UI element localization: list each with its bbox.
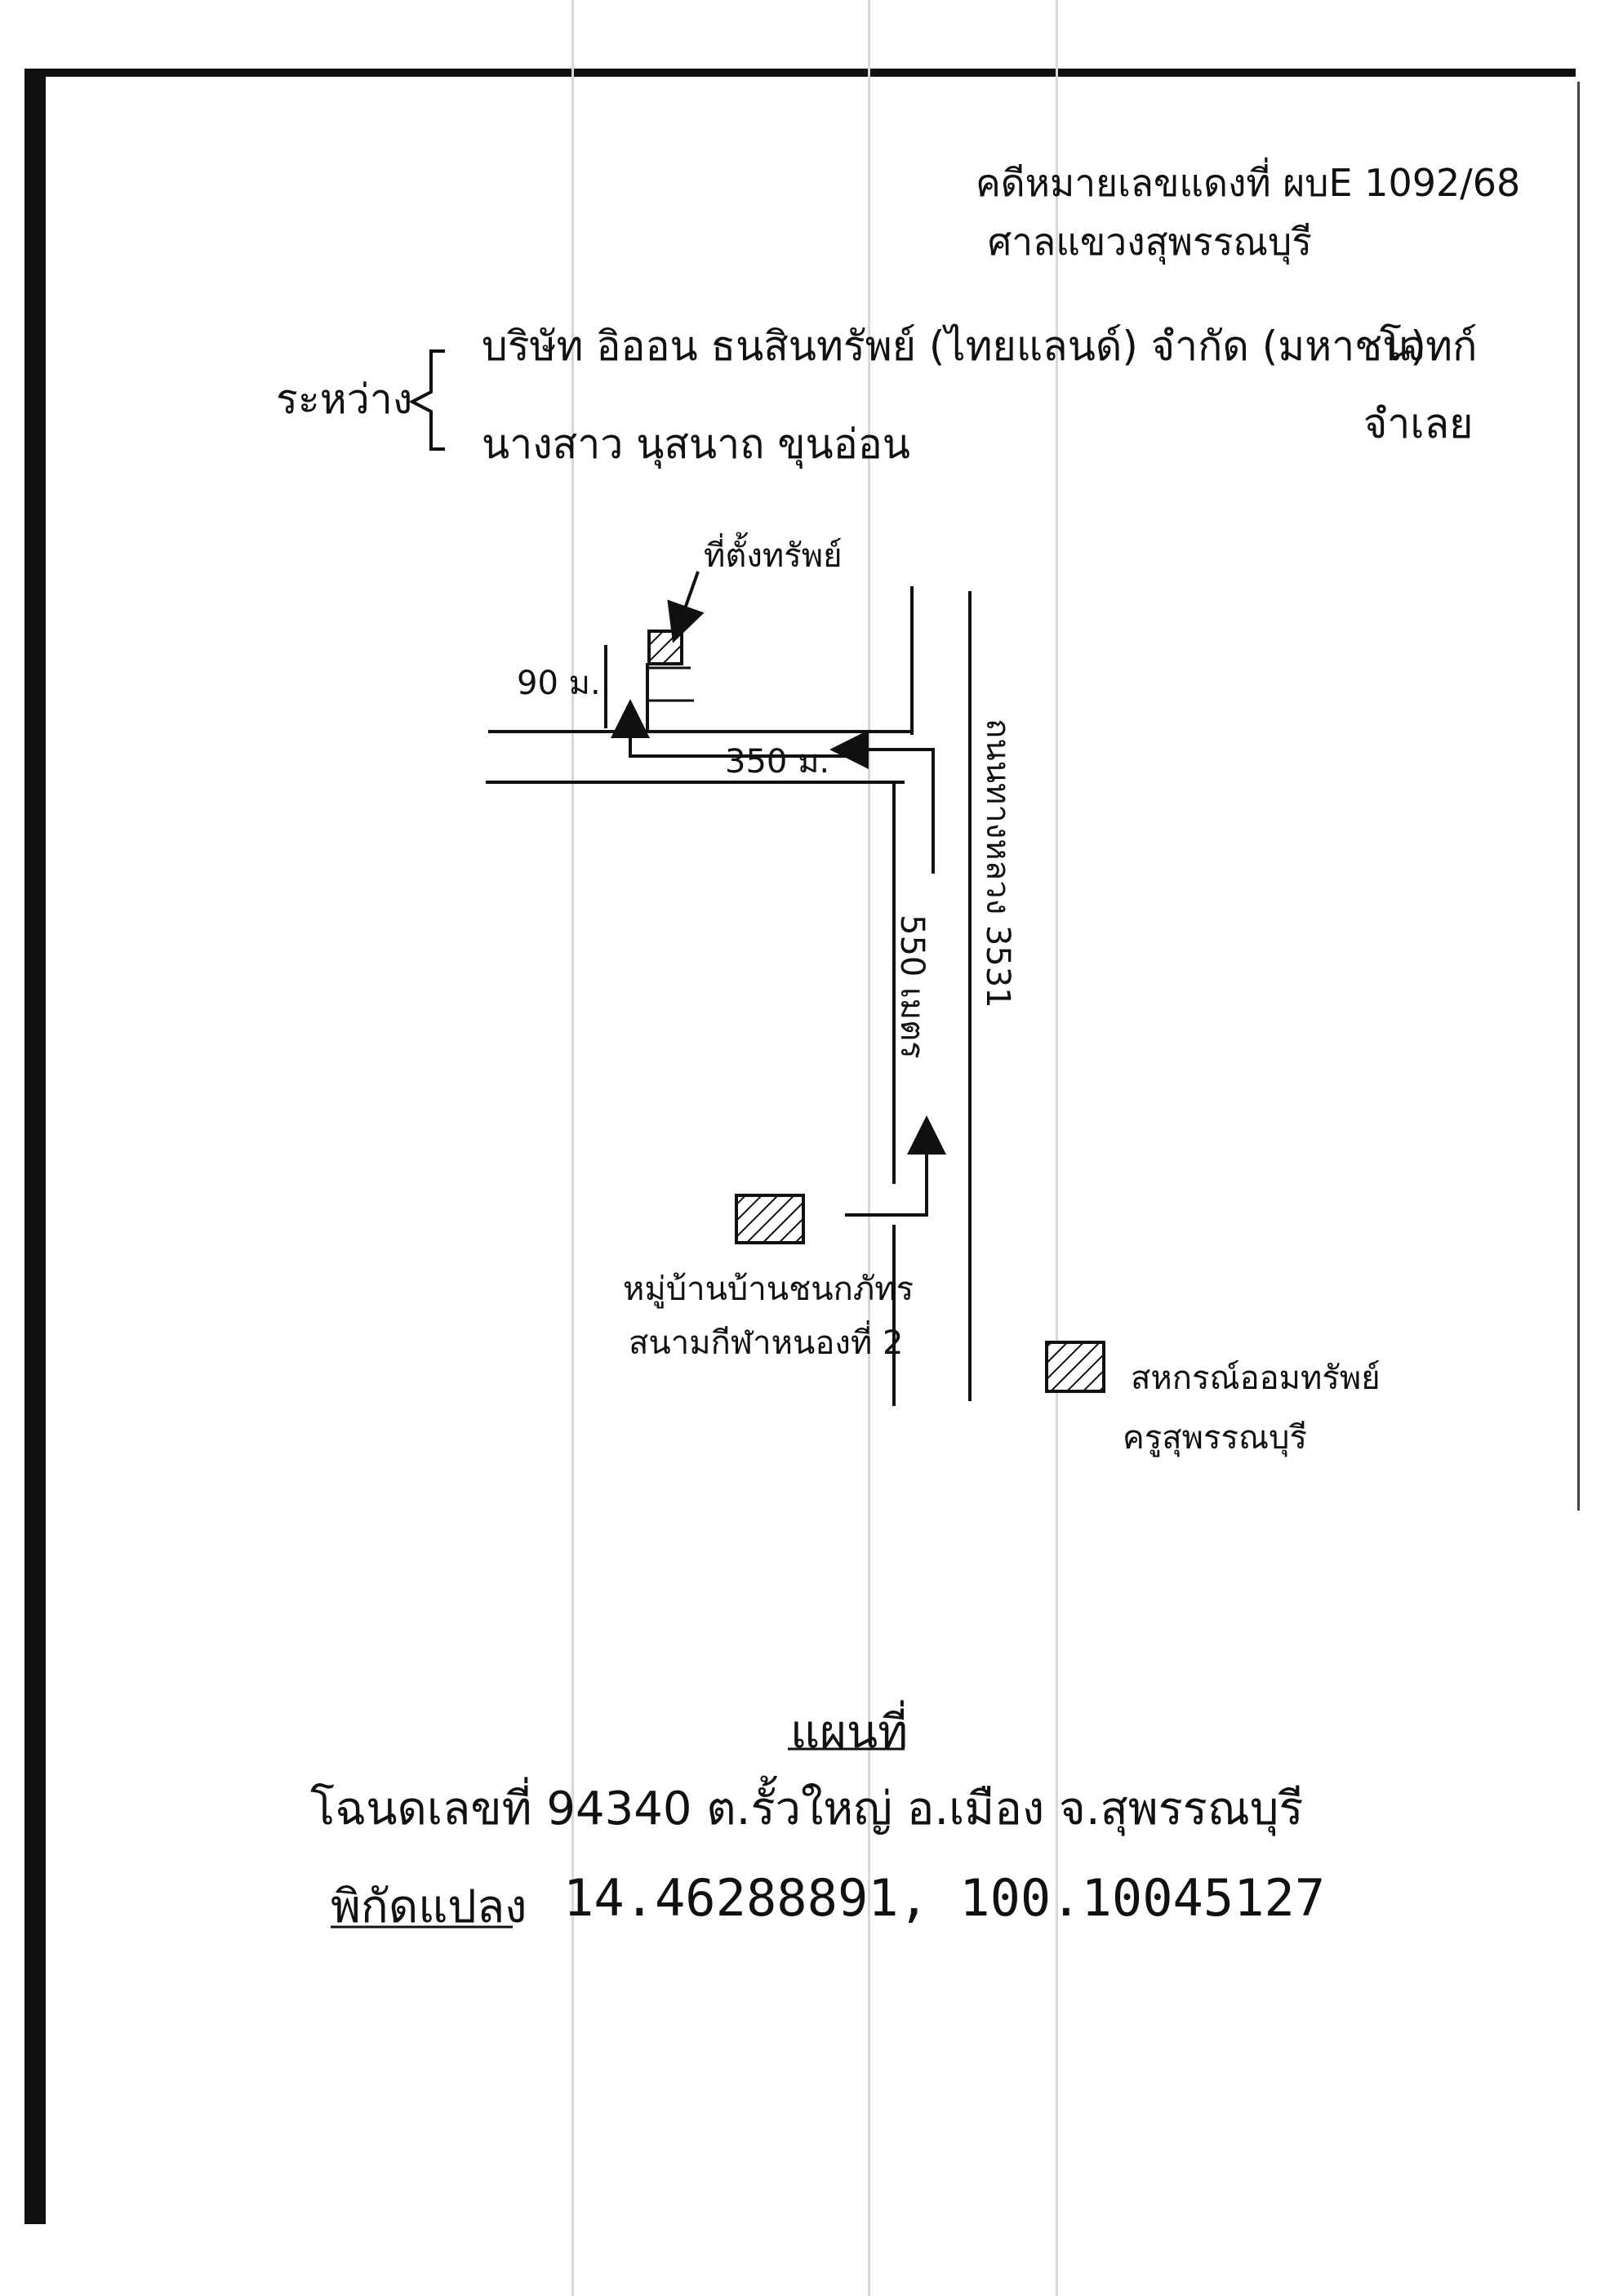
between-label: ระหว่าง <box>276 376 413 423</box>
fold-crease <box>868 0 870 2296</box>
arrow-icon <box>667 571 705 643</box>
scan-border-left <box>24 69 46 2224</box>
map-title: แผนที่ <box>790 1706 909 1759</box>
route-arrow-icon <box>845 1115 946 1217</box>
coop-label-line2: ครูสุพรรณบุรี <box>1123 1419 1307 1457</box>
property-label: ที่ตั้งทรัพย์ <box>704 537 843 575</box>
village-label-line2: สนามกีฬาหนองที่ 2 <box>629 1324 904 1362</box>
deed-line: โฉนดเลขที่ 94340 ต.รั้วใหญ่ อ.เมือง จ.สุ… <box>310 1782 1304 1835</box>
scan-border-top <box>24 69 1576 77</box>
distance-550: 550 เมตร <box>893 914 931 1059</box>
distance-350: 350 ม. <box>725 743 830 781</box>
coop-label-line1: สหกรณ์ออมทรัพย์ <box>1131 1359 1381 1397</box>
party-bracket <box>408 349 445 451</box>
court-name: ศาลแขวงสุพรรณบุรี <box>988 220 1312 264</box>
scan-border-right <box>1577 82 1580 1511</box>
coords-value: 14.46288891, 100.10045127 <box>563 1868 1326 1928</box>
coords-label: พิกัดแปลง <box>331 1880 527 1933</box>
village-hatched-building-icon <box>735 1194 805 1244</box>
coop-hatched-building-icon <box>1045 1341 1105 1393</box>
route-arrow-icon <box>829 730 935 874</box>
plaintiff-name: บริษัท อิออน ธนสินทรัพย์ (ไทยแลนด์) จำกั… <box>482 323 1426 370</box>
route-arrow-icon <box>611 699 849 758</box>
fold-crease <box>571 0 574 2296</box>
property-hatched-building-icon <box>647 630 683 665</box>
fold-crease <box>1056 0 1058 2296</box>
road-label: ถนนทางหลวง 3531 <box>979 719 1016 1008</box>
defendant-name: นางสาว นุสนาถ ขุนอ่อน <box>482 420 910 468</box>
village-label-line1: หมู่บ้านบ้านชนกภัทร <box>623 1270 914 1308</box>
plaintiff-role: โจทก์ <box>1380 323 1478 370</box>
defendant-role: จำเลย <box>1363 400 1474 447</box>
distance-90: 90 ม. <box>517 665 601 702</box>
case-number: คดีหมายเลขแดงที่ ผบE 1092/68 <box>976 161 1521 205</box>
